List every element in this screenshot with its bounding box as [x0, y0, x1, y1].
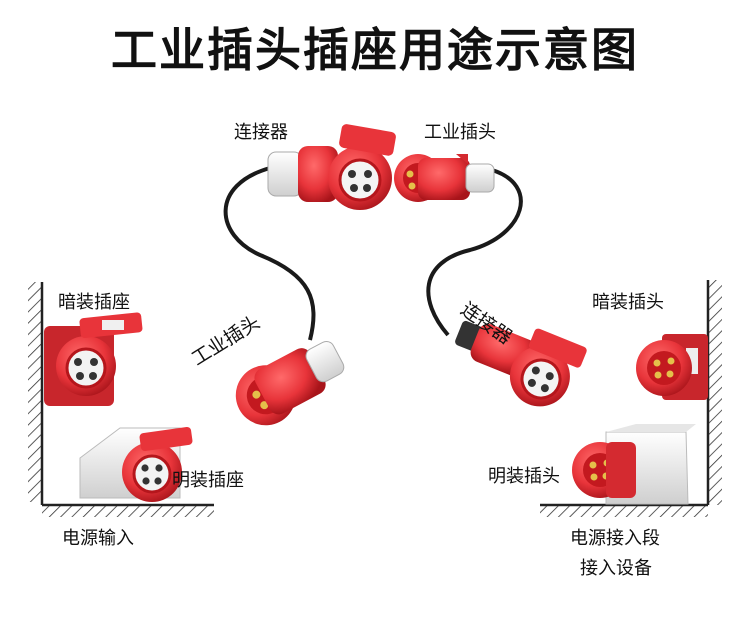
cable-connector-icon [455, 320, 587, 407]
label-power-input-segment: 电源接入段 [570, 528, 660, 549]
label-power-input: 电源输入 [62, 528, 134, 549]
connector-top-icon [267, 124, 396, 210]
label-flush-socket: 暗装插座 [58, 292, 130, 313]
surface-socket-icon [79, 426, 193, 502]
plug-top-icon [394, 154, 495, 202]
diagram-title: 工业插头插座用途示意图 [111, 23, 639, 77]
surface-plug-icon [572, 424, 696, 505]
label-connector-top: 连接器 [234, 122, 288, 143]
cable-left [223, 166, 316, 341]
left-wall [28, 282, 214, 517]
flush-socket-icon [44, 312, 143, 406]
label-plug-top: 工业插头 [424, 122, 496, 143]
label-flush-plug: 暗装插头 [592, 292, 664, 313]
cable-right [426, 168, 523, 337]
label-device-input: 接入设备 [580, 558, 652, 579]
cable-plug-icon [235, 340, 345, 426]
label-surface-plug: 明装插头 [488, 466, 560, 487]
flush-plug-icon [636, 334, 708, 400]
label-surface-socket: 明装插座 [172, 470, 244, 491]
